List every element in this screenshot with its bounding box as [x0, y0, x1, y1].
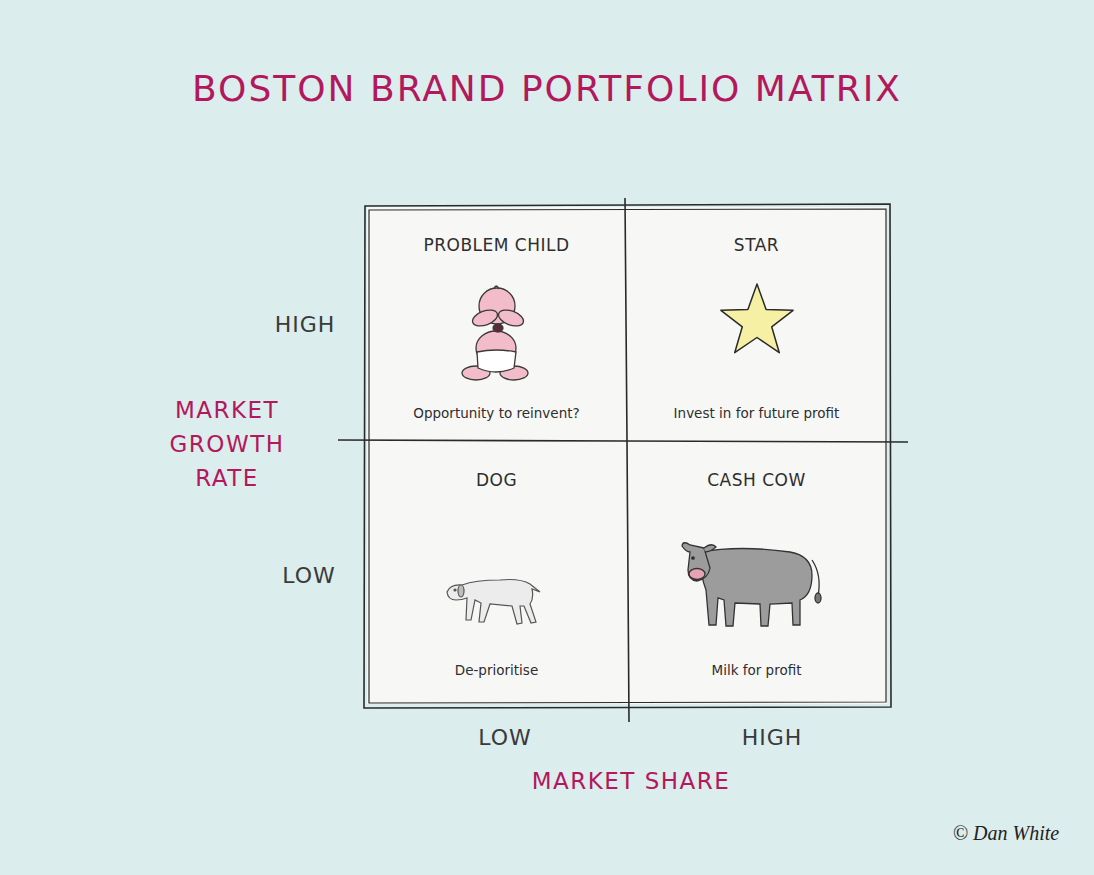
cow-tail-tuft	[815, 593, 821, 603]
quadrant-note: Opportunity to reinvent?	[413, 405, 579, 421]
copyright-signature: © Dan White	[953, 822, 1059, 845]
quadrant-heading: PROBLEM CHILD	[423, 235, 569, 255]
star-symbol	[721, 284, 793, 353]
quadrant-note: Milk for profit	[712, 662, 802, 678]
cow-body	[700, 549, 812, 627]
horizontal-divider	[338, 440, 908, 442]
axis-value: HIGH	[742, 725, 803, 750]
quadrant-note: De-prioritise	[455, 662, 538, 678]
baby-figure	[462, 286, 528, 380]
cow-muzzle	[689, 569, 705, 580]
cow-tail	[812, 560, 819, 596]
matrix-frame	[338, 198, 908, 722]
dog-figure	[447, 580, 540, 625]
axis-value: HIGH	[275, 312, 336, 337]
axis-value: LOW	[282, 563, 336, 588]
title: BOSTON BRAND PORTFOLIO MATRIX	[192, 68, 902, 109]
quadrant-heading: DOG	[476, 470, 517, 490]
quadrant-note: Invest in for future profit	[674, 405, 840, 421]
vertical-divider	[625, 198, 629, 722]
dog-ear	[458, 585, 464, 597]
quadrant-heading: CASH COW	[707, 470, 806, 490]
baby-diaper	[477, 350, 516, 372]
cow-figure	[682, 543, 821, 626]
cash-cow-quadrant: CASH COW Milk for profit	[628, 443, 885, 702]
axis-value: LOW	[478, 725, 532, 750]
baby-hair	[494, 286, 499, 289]
dog-eye	[454, 589, 456, 591]
axis-title: MARKET GROWTH RATE	[170, 393, 285, 495]
quadrant-heading: STAR	[734, 235, 779, 255]
cow-ear	[704, 545, 716, 552]
problem-child-quadrant: PROBLEM CHILD Opportunity to reinvent?	[369, 209, 624, 439]
star-quadrant: STAR Invest in for future profit	[628, 209, 885, 439]
baby-mouth	[493, 324, 503, 332]
cow-eye	[692, 557, 694, 559]
dog-quadrant: DOG De-prioritise	[369, 443, 624, 702]
dog-body	[447, 580, 540, 625]
axis-title: MARKET SHARE	[532, 764, 731, 798]
